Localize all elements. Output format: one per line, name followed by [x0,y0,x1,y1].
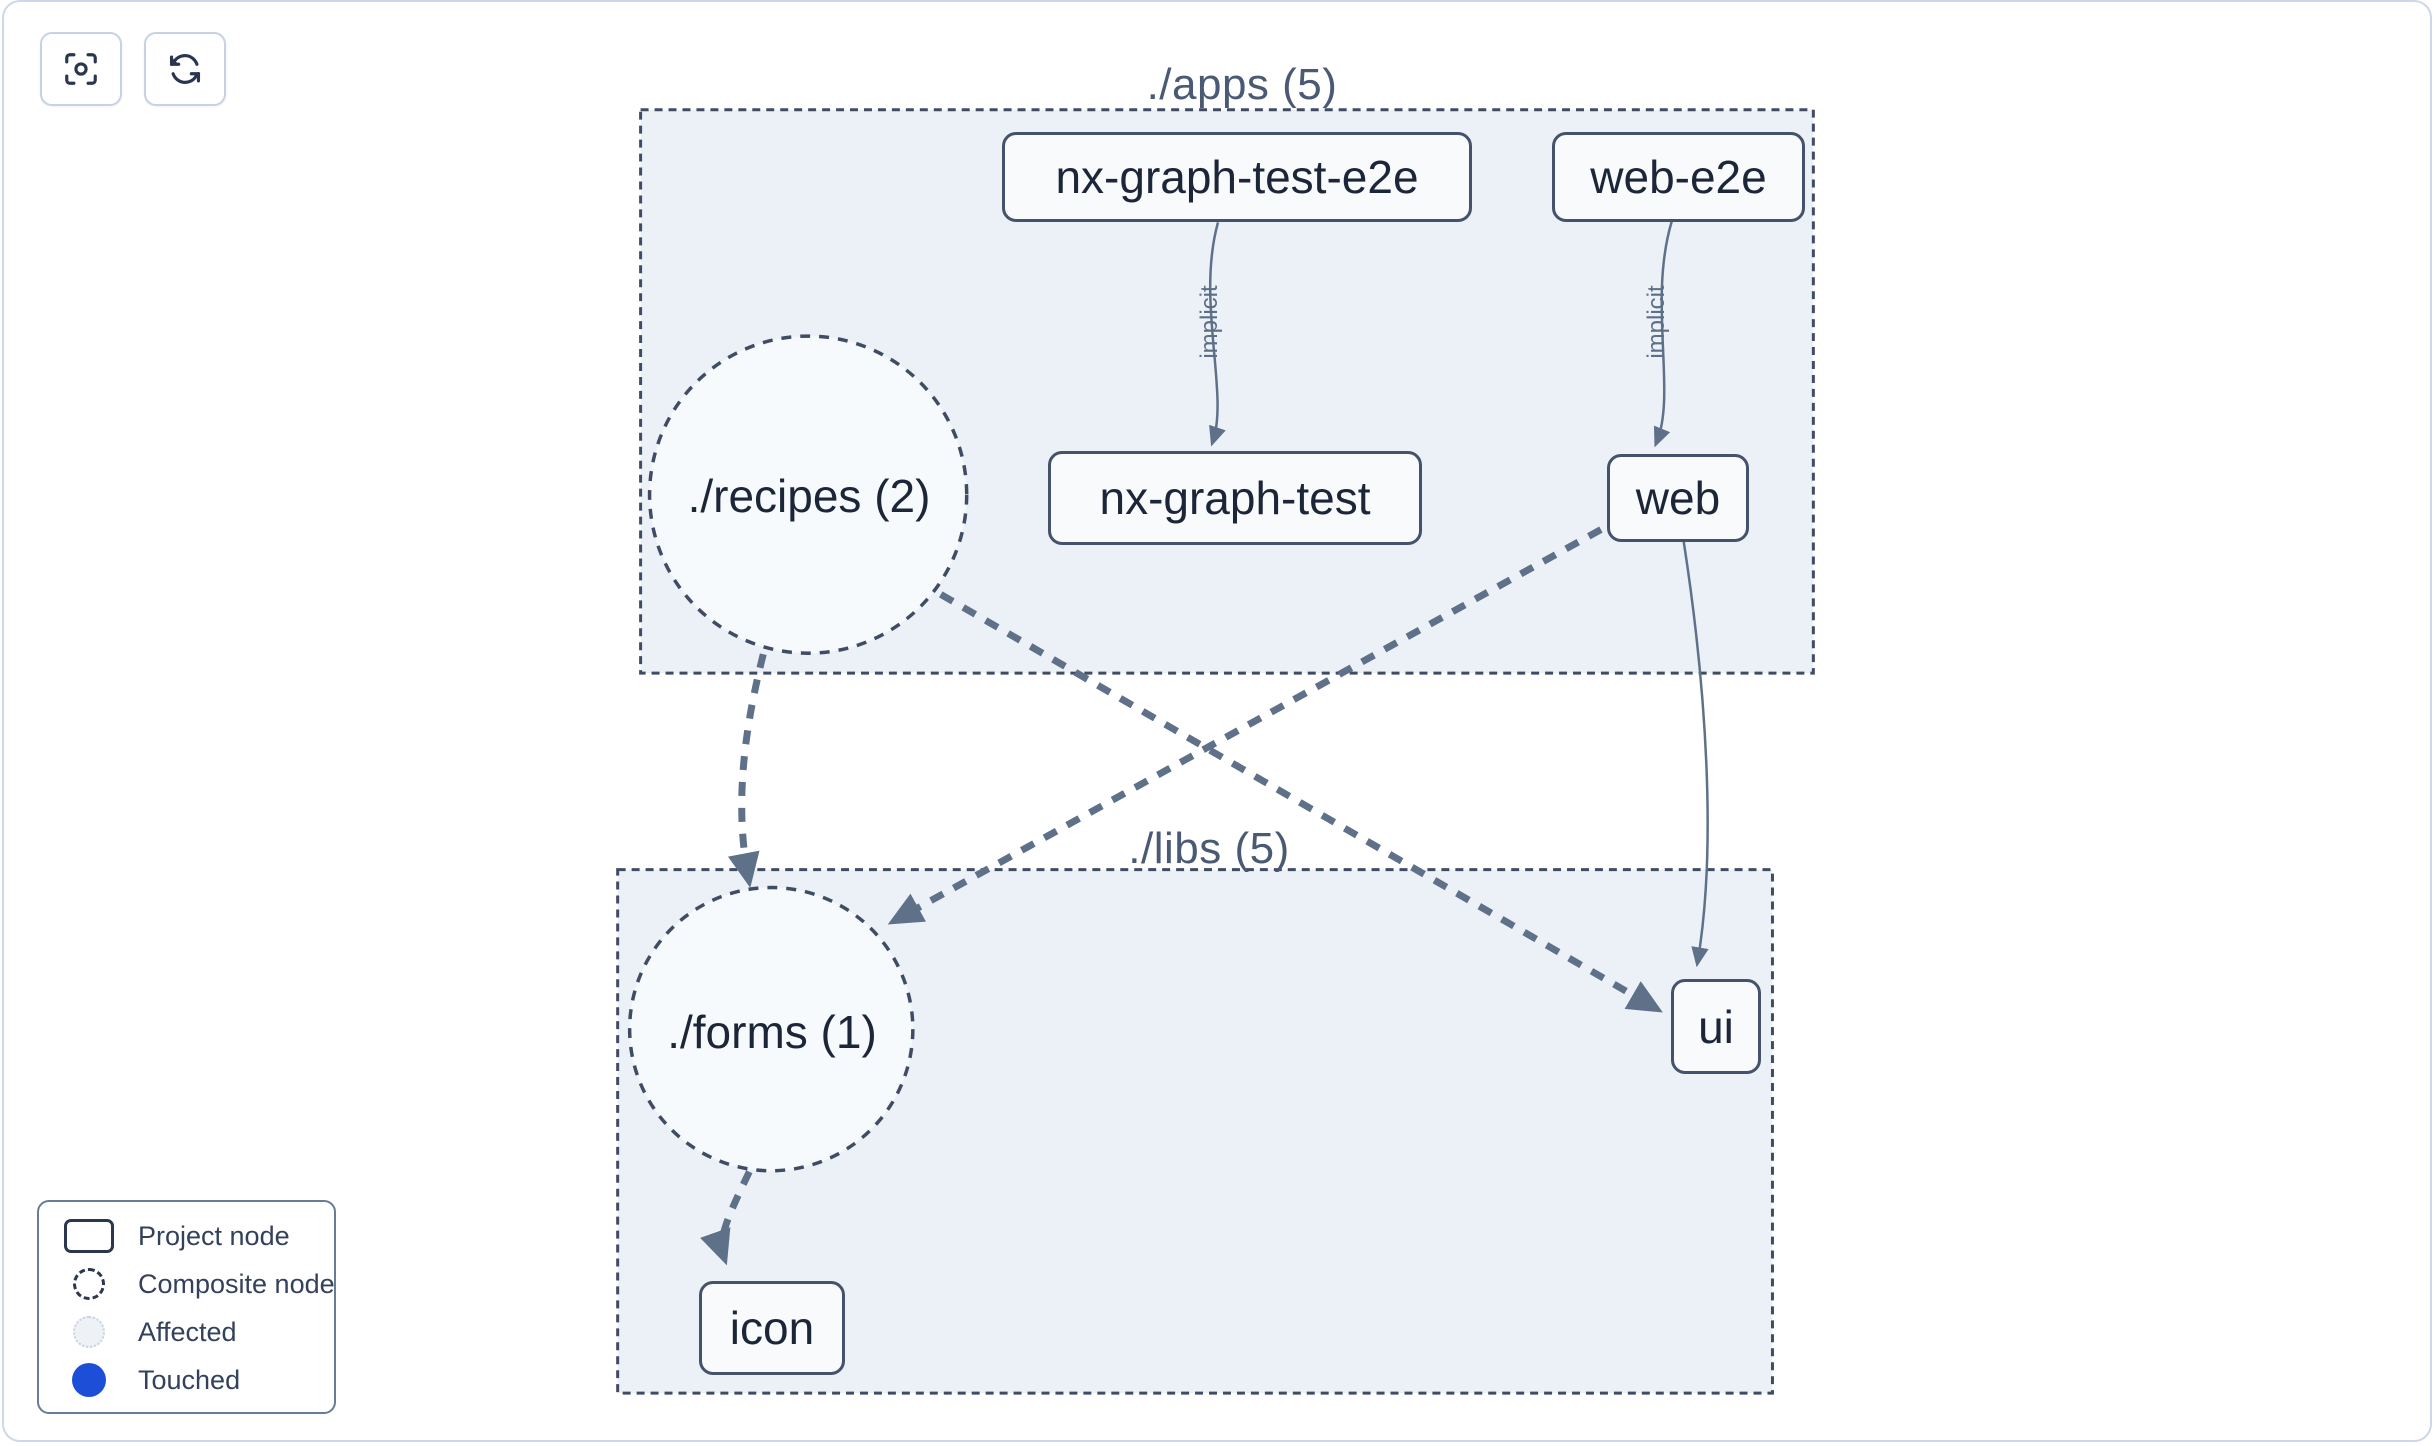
graph-legend: Project node Composite node Affected Tou… [37,1200,336,1414]
composite-node-recipes-label[interactable]: ./recipes (2) [687,470,931,522]
project-node-web-e2e[interactable]: web-e2e [1552,132,1805,222]
project-node-web[interactable]: web [1607,454,1749,542]
node-label: ui [1698,1000,1734,1053]
edge-web-to-ui[interactable] [1682,541,1709,968]
edge-recipes-to-forms[interactable] [727,653,767,888]
node-label: icon [729,1302,815,1354]
legend-label: Composite node [138,1268,335,1299]
touched-swatch-icon [71,1363,106,1397]
legend-label: Touched [138,1364,241,1395]
legend-item-affected: Affected [39,1308,324,1356]
focus-icon [65,53,97,85]
edge-forms-to-icon[interactable] [700,1170,753,1266]
refresh-icon [169,54,201,84]
project-node-swatch-icon [63,1219,114,1253]
composite-node-swatch-icon [72,1268,105,1300]
affected-swatch-icon [72,1316,105,1348]
node-label: web-e2e [1590,151,1767,203]
node-label: web [1635,472,1721,524]
edge-web-to-forms[interactable] [887,526,1603,925]
edge-recipes-to-ui[interactable] [939,591,1663,1013]
project-node-ui[interactable]: ui [1671,979,1761,1074]
center-graph-button[interactable] [40,32,122,106]
node-label: nx-graph-test [1099,472,1371,524]
project-node-nx-graph-test[interactable]: nx-graph-test [1048,451,1422,545]
refresh-graph-button[interactable] [144,32,226,106]
project-node-nx-graph-test-e2e[interactable]: nx-graph-test-e2e [1002,132,1472,222]
composite-node-recipes-circle[interactable] [647,334,969,655]
node-label: nx-graph-test-e2e [1055,151,1419,203]
legend-label: Project node [138,1220,290,1251]
legend-item-project-node: Project node [39,1212,324,1260]
legend-item-touched: Touched [39,1356,324,1404]
edge-web-e2e-to-web[interactable] [1653,221,1673,448]
graph-toolbar [40,32,226,106]
project-node-icon[interactable]: icon [699,1281,845,1375]
legend-item-composite-node: Composite node [39,1260,335,1308]
edge-nx-graph-test-e2e-to-nx-graph-test[interactable] [1208,222,1226,447]
composite-node-forms-label[interactable]: ./forms (1) [667,1006,877,1058]
composite-node-forms-circle[interactable] [627,885,915,1173]
legend-label: Affected [138,1316,237,1347]
